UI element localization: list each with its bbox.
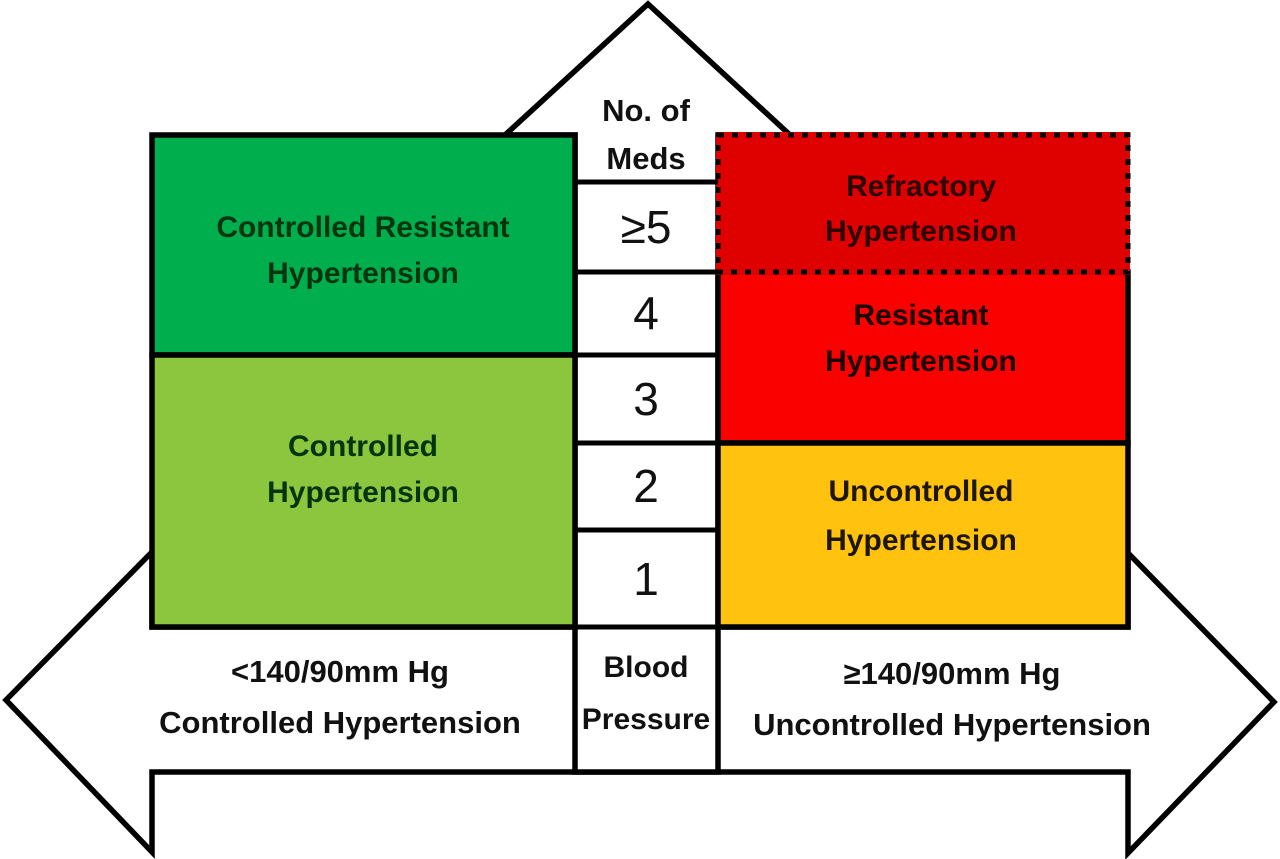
refractory-dotted-border <box>715 132 1131 275</box>
meds-tick-2: 2 <box>633 460 659 512</box>
box-uncontrolled-hypertension <box>715 440 1131 630</box>
controlled-title-line1: Controlled <box>288 430 438 463</box>
resistant-title-line1: Resistant <box>853 299 988 332</box>
meds-tick-ge5: ≥5 <box>621 201 672 253</box>
uncontrolled-title-line1: Uncontrolled <box>829 475 1014 508</box>
bp-right-threshold: ≥140/90mm Hg <box>844 656 1061 691</box>
box-controlled-resistant-hypertension <box>149 132 578 358</box>
box-controlled-hypertension <box>149 352 578 630</box>
resistant-title-line2: Hypertension <box>825 345 1017 378</box>
bp-right-category: Uncontrolled Hypertension <box>753 707 1151 742</box>
refractory-title-line2: Hypertension <box>825 215 1017 248</box>
bp-left-category: Controlled Hypertension <box>159 705 521 740</box>
controlled-resistant-title-line1: Controlled Resistant <box>216 211 509 244</box>
box-refractory-hypertension <box>716 132 1130 275</box>
meds-tick-4: 4 <box>633 287 659 339</box>
controlled-resistant-title-line2: Hypertension <box>267 257 459 290</box>
controlled-title-line2: Hypertension <box>267 476 459 509</box>
uncontrolled-title-line2: Hypertension <box>825 524 1017 557</box>
bp-axis-label-line1: Blood <box>604 651 689 684</box>
meds-tick-3: 3 <box>633 373 659 425</box>
bp-axis-label-line2: Pressure <box>582 703 710 736</box>
meds-axis-label-line1: No. of <box>602 93 690 128</box>
bp-left-threshold: <140/90mm Hg <box>231 654 449 689</box>
meds-axis-label-line2: Meds <box>606 141 685 176</box>
meds-tick-1: 1 <box>633 553 659 605</box>
refractory-title-line1: Refractory <box>846 170 996 203</box>
